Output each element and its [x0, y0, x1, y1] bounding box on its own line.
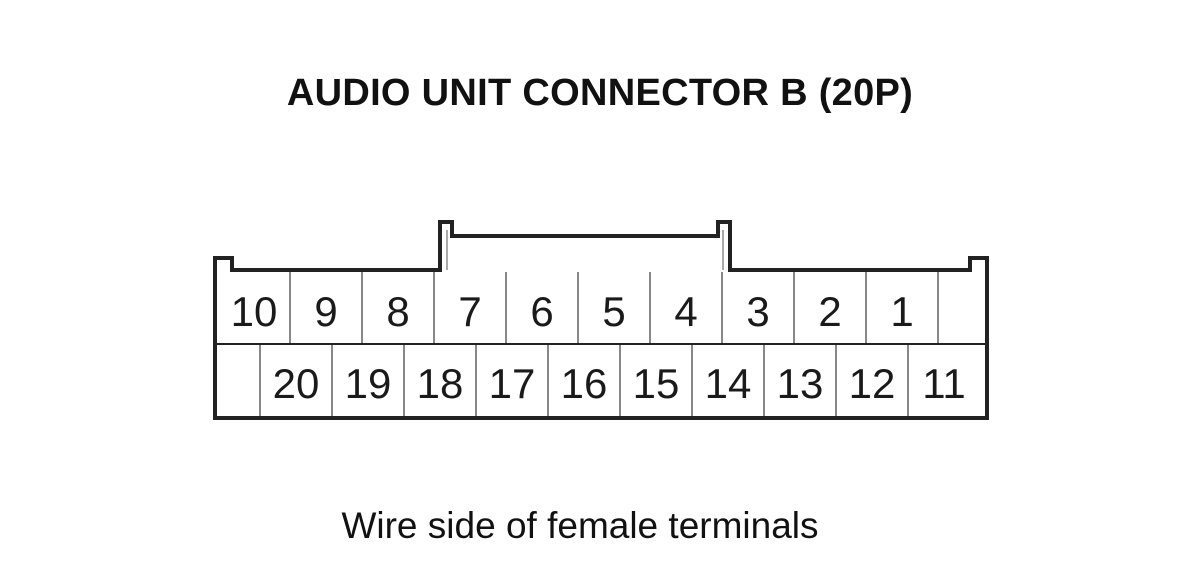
- pin-4-label: 4: [674, 288, 697, 335]
- pin-3-label: 3: [746, 288, 769, 335]
- pin-5-label: 5: [602, 288, 625, 335]
- pin-9-label: 9: [314, 288, 337, 335]
- pin-17-label: 17: [489, 360, 536, 407]
- pin-11-label: 11: [922, 360, 966, 407]
- pin-1-label: 1: [890, 288, 913, 335]
- pin-7-label: 7: [458, 288, 481, 335]
- diagram-title: AUDIO UNIT CONNECTOR B (20P): [286, 72, 914, 114]
- pin-6-label: 6: [530, 288, 553, 335]
- diagram-caption: Wire side of female terminals: [341, 505, 819, 546]
- pin-15-label: 15: [633, 360, 680, 407]
- pin-19-label: 19: [345, 360, 392, 407]
- pin-8-label: 8: [386, 288, 409, 335]
- pin-18-label: 18: [417, 360, 464, 407]
- pin-14-label: 14: [705, 360, 752, 407]
- bottom-row-cells: 20 19 18 17 16 15 14 13 12 11: [259, 345, 966, 416]
- top-row-cells: 10 9 8 7 6 5 4 3 2 1: [231, 272, 939, 343]
- pin-20-label: 20: [273, 360, 320, 407]
- pin-12-label: 12: [849, 360, 896, 407]
- pin-10-label: 10: [231, 288, 278, 335]
- pin-13-label: 13: [777, 360, 824, 407]
- pin-2-label: 2: [818, 288, 841, 335]
- pin-16-label: 16: [561, 360, 608, 407]
